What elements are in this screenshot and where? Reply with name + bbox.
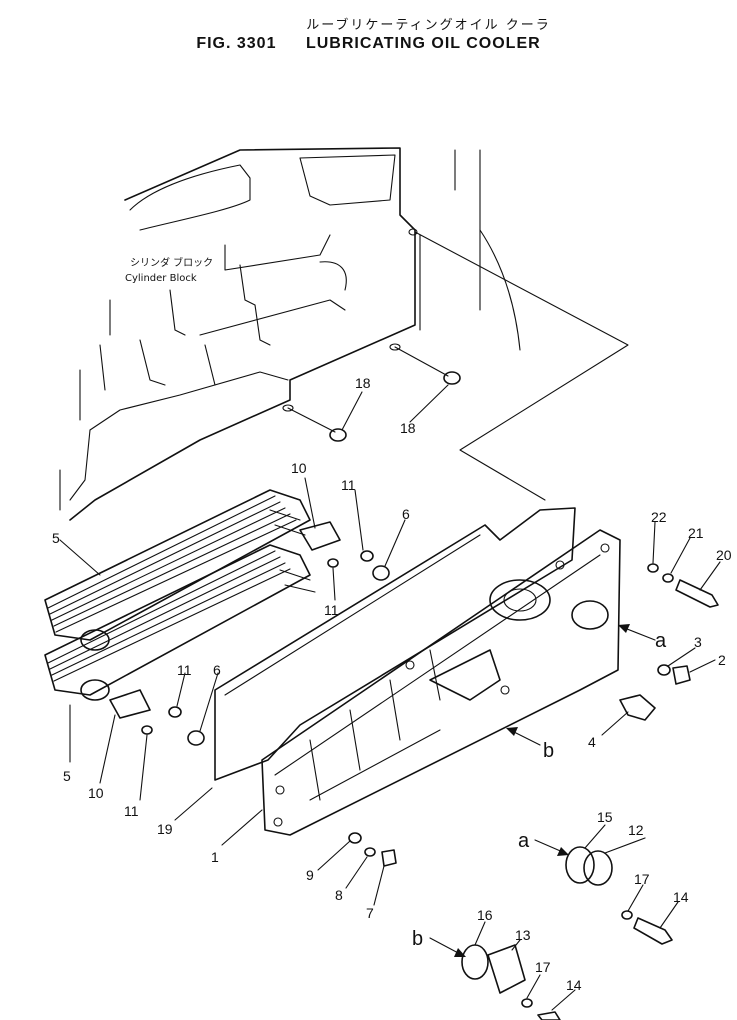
callout-7: 7 <box>366 905 374 921</box>
o-ring-14-lower <box>461 944 489 980</box>
o-ring-11-a <box>360 550 374 562</box>
callout-11-c: 11 <box>177 662 192 678</box>
washer-3 <box>657 664 671 676</box>
washer-9 <box>348 832 362 844</box>
callout-18-left: 18 <box>355 375 371 391</box>
japanese-title: ルーブリケーティングオイル クーラ <box>306 18 551 33</box>
washer-22 <box>647 563 659 573</box>
fitting-4 <box>619 694 656 721</box>
callout-6-lower: 6 <box>213 662 221 678</box>
callout-6-upper: 6 <box>402 506 410 522</box>
callout-11-a: 11 <box>341 477 356 493</box>
view-marker-a-detail: a <box>518 830 530 852</box>
callout-21: 21 <box>688 525 704 541</box>
nut-2 <box>672 665 691 685</box>
callout-12: 12 <box>628 822 644 838</box>
callout-16: 14 <box>566 977 582 993</box>
figure-number: FIG. 3301 <box>196 35 277 52</box>
view-marker-a-cover: a <box>655 630 667 652</box>
title-block: ルーブリケーティングオイル クーラ FIG. 3301 LUBRICATING … <box>0 14 737 53</box>
callout-13: 13 <box>515 927 531 943</box>
cylinder-block: シリンダ ブロック Cylinder Block <box>59 147 521 521</box>
callout-18-right: 18 <box>400 420 416 436</box>
callout-10-lower: 10 <box>88 785 104 801</box>
view-marker-b-detail: b <box>412 928 423 950</box>
o-ring-6-lower <box>187 730 205 746</box>
callout-3: 3 <box>694 634 702 650</box>
callout-5-lower: 5 <box>63 768 71 784</box>
cooler-element-upper <box>44 489 311 651</box>
lock-washer-8 <box>364 847 376 857</box>
lock-washer-21 <box>662 573 674 583</box>
o-ring-18-left <box>329 428 347 442</box>
gasket-10-upper <box>299 521 341 551</box>
callout-8: 8 <box>335 887 343 903</box>
figure-heading: FIG. 3301 LUBRICATING OIL COOLER <box>0 35 737 53</box>
figure-title: LUBRICATING OIL COOLER <box>305 35 541 52</box>
cover-12 <box>583 850 613 886</box>
port-leader-right <box>394 346 449 377</box>
o-ring-14-upper <box>565 846 595 884</box>
view-marker-b-cover: b <box>543 740 554 762</box>
cover-gasket-19 <box>214 507 576 781</box>
callout-14-lower: 16 <box>477 907 493 923</box>
nut-7 <box>381 849 397 867</box>
washer-17-upper <box>621 910 633 920</box>
bolt-16 <box>537 1011 561 1020</box>
port-leader-upper <box>414 231 629 501</box>
view-arrows <box>429 624 656 957</box>
cover-13 <box>487 944 526 994</box>
bolt-15 <box>633 917 673 945</box>
callout-17-upper: 17 <box>634 871 650 887</box>
o-ring-11-b <box>327 558 339 568</box>
callout-20: 20 <box>716 547 732 563</box>
o-ring-6-upper <box>372 565 390 581</box>
callout-15: 14 <box>673 889 689 905</box>
leader-lines <box>59 384 721 1011</box>
callout-2: 2 <box>718 652 726 668</box>
cylinder-block-label-jp: シリンダ ブロック <box>130 256 213 269</box>
o-ring-11-d <box>141 725 153 735</box>
cylinder-block-label-en: Cylinder Block <box>125 273 197 284</box>
port-leader-left <box>287 407 336 433</box>
cooler-element-lower <box>44 544 316 701</box>
o-ring-18-right <box>443 371 461 385</box>
gasket-10-lower <box>109 689 151 719</box>
washer-17-lower <box>521 998 533 1008</box>
cooler-cover-1 <box>261 529 621 836</box>
callout-11-d: 11 <box>124 803 139 819</box>
callout-10-upper: 10 <box>291 460 307 476</box>
callout-19: 19 <box>157 821 173 837</box>
callout-14-upper: 15 <box>597 809 613 825</box>
callout-9: 9 <box>306 867 314 883</box>
callout-4: 4 <box>588 734 596 750</box>
callout-17-lower: 17 <box>535 959 551 975</box>
callout-1: 1 <box>211 849 219 865</box>
callout-numbers: 5 5 6 6 10 10 11 11 11 11 18 18 19 1 22 … <box>52 375 732 993</box>
callout-22: 22 <box>651 509 667 525</box>
o-ring-11-c <box>168 706 182 718</box>
callout-5-upper: 5 <box>52 530 60 546</box>
callout-11-b: 11 <box>324 602 339 618</box>
bolt-20 <box>675 579 719 608</box>
